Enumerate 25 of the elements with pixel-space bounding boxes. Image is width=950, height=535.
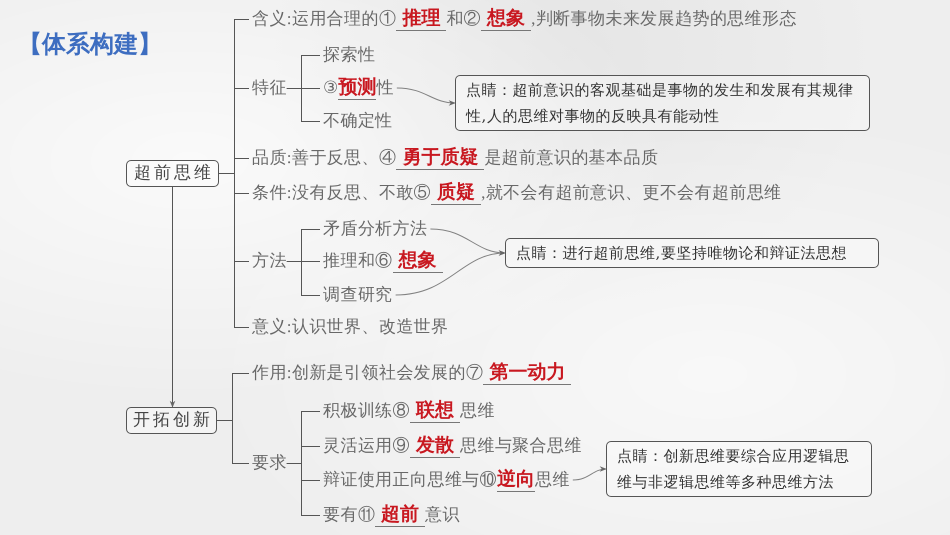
arrow [396,88,456,106]
connector-line [216,420,250,464]
note-box: 点睛：进行超前思维,要坚持唯物论和辩证法思想 [505,238,879,268]
section-heading: 【体系构建】 [18,30,162,60]
arrow [395,250,506,296]
topic-box: 超前思维 [126,160,219,187]
connector-line [286,463,320,516]
item-text: 辩证使用正向思维与⑩逆向思维 [323,468,570,492]
category-label: 要求 [252,451,287,475]
connector-line [218,173,250,328]
item-text: 调查研究 [323,283,393,307]
item-text: 矛盾分析方法 [323,217,428,241]
arrow [170,186,176,408]
category-label: 方法 [252,249,287,273]
branch-text: 意义:认识世界、改造世界 [252,315,449,339]
arrow [572,466,607,480]
note-box: 点睛：超前意识的客观基础是事物的发生和发展有其规律性,人的思维对事物的反映具有能动性 [455,75,870,131]
topic-box: 开拓创新 [126,407,217,434]
category-label: 特征 [252,76,287,100]
connector-line [286,261,320,296]
item-text: 不确定性 [323,109,393,133]
item-text: ③预测性 [323,76,394,100]
connector-line [286,88,320,122]
item-text: 探索性 [323,43,376,67]
note-box: 点睛：创新思维要综合应用逻辑思维与非逻辑思维等多种思维方法 [606,441,872,497]
